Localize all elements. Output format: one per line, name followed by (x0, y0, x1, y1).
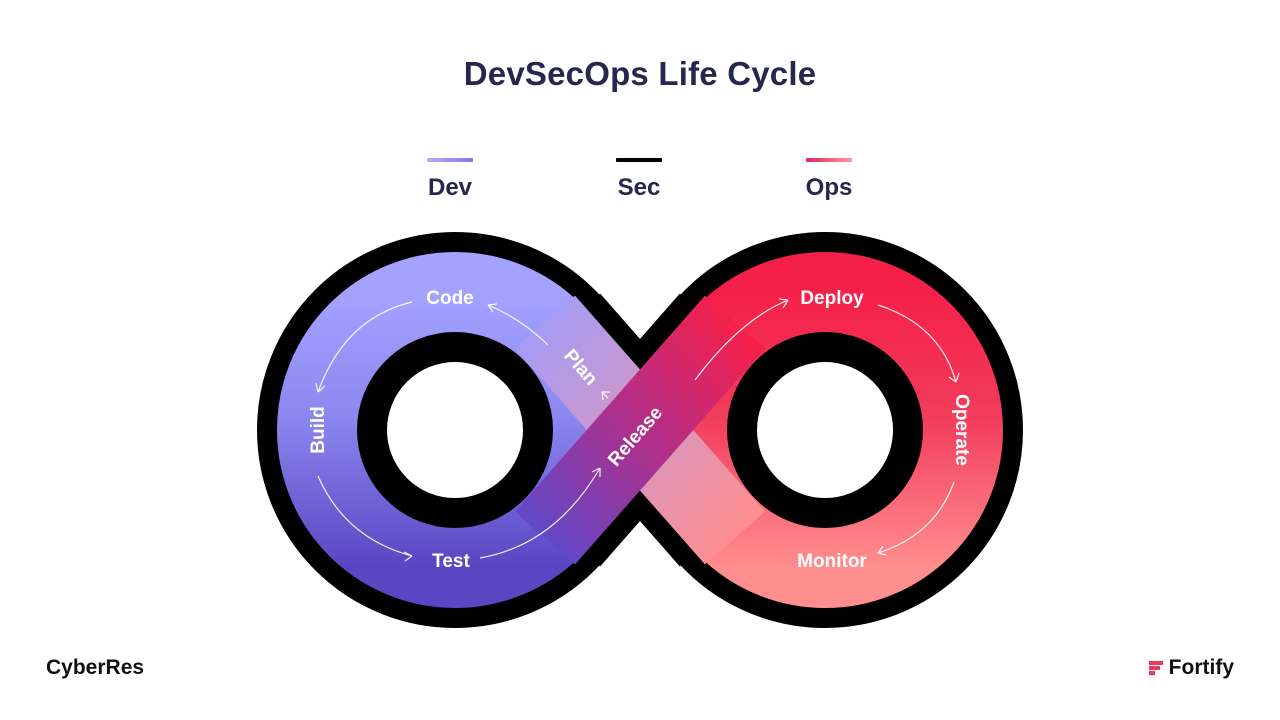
legend-item-ops: Ops (769, 158, 889, 202)
legend-item-dev: Dev (390, 158, 510, 202)
fortify-logo: Fortify (1147, 656, 1234, 680)
arrow-build-test (317, 475, 413, 557)
flow-arrows (315, 298, 960, 562)
page-title: DevSecOps Life Cycle (463, 55, 817, 92)
cyberres-logo: CyberRes (46, 656, 145, 679)
arrow-operate-monitor (877, 481, 955, 554)
legend-label-dev: Dev (427, 174, 473, 201)
ops-loop-hole (737, 342, 913, 518)
arrow-plan-code (487, 304, 549, 346)
legend-swatch-sec (616, 158, 662, 162)
arrow-code-build (317, 301, 413, 393)
arrow-test-release (479, 467, 601, 559)
stage-label-code: Code (426, 288, 474, 309)
legend-label-sec: Sec (617, 174, 661, 201)
fortify-mark-icon (1148, 661, 1163, 675)
stage-label-operate: Operate (951, 394, 972, 466)
stage-label-test: Test (432, 551, 470, 572)
arrow-deploy-operate (877, 304, 957, 383)
legend-label-ops: Ops (805, 174, 853, 201)
arrow-release-plan (601, 391, 609, 399)
arrow-release-deploy (694, 299, 789, 381)
stage-label-build: Build (308, 406, 329, 454)
legend-swatch-ops (806, 158, 852, 162)
stage-label-deploy: Deploy (800, 288, 864, 309)
legend-item-sec: Sec (579, 158, 699, 202)
legend-swatch-dev (427, 158, 473, 162)
dev-loop-hole (367, 342, 543, 518)
fortify-wordmark: Fortify (1168, 656, 1234, 679)
stage-label-monitor: Monitor (797, 551, 867, 572)
